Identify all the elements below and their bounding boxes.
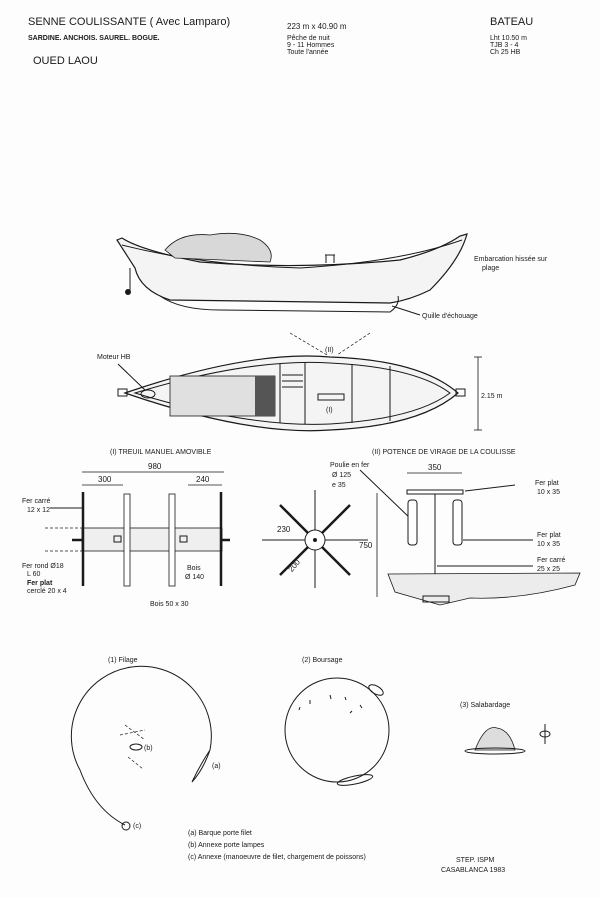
fer-plat-1: cerclé 20 x 4 — [27, 588, 67, 595]
pulley-right — [452, 499, 463, 546]
outboard-motor — [140, 389, 156, 399]
credit: STEP. ISPM CASABLANCA 1983 — [441, 857, 505, 874]
poulie-1: Ø 125 — [332, 472, 351, 479]
davit-diagram: (II) POTENCE DE VIRAGE DE LA COULISSE Po… — [330, 449, 581, 606]
davit-title: (II) POTENCE DE VIRAGE DE LA COULISSE — [372, 449, 516, 456]
fer-plat-top-1: 10 x 35 — [537, 489, 560, 496]
fishing-info-1: 9 - 11 Hommes — [287, 42, 335, 49]
poulie-0: Poulie en fer — [330, 462, 370, 469]
propeller-icon — [125, 289, 131, 295]
mark-b: (b) — [144, 745, 153, 752]
winch-wheel: 230 200 — [262, 490, 368, 588]
fer-carre-1: 12 x 12 — [27, 507, 50, 514]
side-label-0: Embarcation hissée sur — [474, 256, 548, 263]
step-1: (1) Filage — [108, 657, 138, 664]
deck-section — [387, 572, 581, 606]
credit-0: STEP. ISPM — [456, 857, 495, 864]
fer-carre-1: 25 x 25 — [537, 566, 560, 573]
dim-arm: 230 — [277, 525, 291, 534]
net-pile — [164, 232, 272, 263]
width-label: 2.15 m — [481, 393, 503, 400]
fer-rond-1: L 60 — [27, 571, 40, 578]
poulie-2: e 35 — [332, 482, 346, 489]
marker-winch: (I) — [326, 407, 333, 414]
legend-a: (a) Barque porte filet — [188, 830, 252, 837]
step-3: (3) Salabardage — [460, 702, 510, 709]
fer-plat-0: Fer plat — [27, 580, 53, 587]
winch-title: (I) TREUIL MANUEL AMOVIBLE — [110, 449, 212, 456]
fishing-info-0: Pêche de nuit — [287, 35, 330, 42]
boat-side-view: Embarcation hissée sur plage Quille d'éc… — [116, 232, 548, 320]
legend-c: (c) Annexe (manoeuvre de filet, chargeme… — [188, 854, 366, 861]
fer-plat-top-0: Fer plat — [535, 480, 559, 487]
dim-arm2: 200 — [286, 557, 302, 573]
boat-spec-2: Ch 25 HB — [490, 49, 521, 56]
location: OUED LAOU — [33, 55, 98, 67]
boat-title: BATEAU — [490, 16, 533, 28]
legend-b: (b) Annexe porte lampes — [188, 842, 265, 849]
boat-top-view: Moteur HB (II) (I) 2.15 m — [97, 332, 503, 432]
header: SENNE COULISSANTE ( Avec Lamparo) SARDIN… — [28, 16, 533, 67]
operations: (1) Filage (a) (b) (c) (2) Boursage (3) … — [70, 657, 551, 861]
winch-drum — [81, 527, 223, 552]
species-list: SARDINE. ANCHOIS. SAUREL. BOGUE. — [28, 35, 160, 42]
winch-diagram: (I) TREUIL MANUEL AMOVIBLE 980 300 240 F… — [22, 449, 368, 608]
fer-carre-0: Fer carré — [22, 498, 51, 505]
sheet-title: SENNE COULISSANTE ( Avec Lamparo) — [28, 16, 230, 28]
motor-label: Moteur HB — [97, 354, 131, 361]
fer-carre-0: Fer carré — [537, 557, 566, 564]
pulley-left — [407, 499, 418, 546]
mark-a: (a) — [212, 763, 221, 770]
fer-plat-side-1: 10 x 35 — [537, 541, 560, 548]
mark-c: (c) — [133, 823, 141, 830]
side-label-1: plage — [482, 265, 499, 272]
marker-davit: (II) — [325, 347, 334, 354]
credit-1: CASABLANCA 1983 — [441, 867, 505, 874]
boat-spec-1: TJB 3 - 4 — [490, 42, 519, 49]
bois-0: Bois — [187, 565, 201, 572]
fishing-info-2: Toute l'année — [287, 49, 329, 56]
dim-total: 980 — [148, 462, 162, 471]
bois-1: Ø 140 — [185, 574, 204, 581]
purse-circle — [284, 677, 390, 783]
boat-spec-0: Lht 10.50 m — [490, 35, 527, 42]
dim-height: 750 — [359, 541, 373, 550]
keel-label: Quille d'échouage — [422, 313, 478, 320]
fer-plat-side-0: Fer plat — [537, 532, 561, 539]
net-size: 223 m x 40.90 m — [287, 22, 347, 31]
bois-bars: Bois 50 x 30 — [150, 601, 189, 608]
step-2: (2) Boursage — [302, 657, 343, 664]
dim-right: 240 — [196, 475, 210, 484]
dim-width: 350 — [428, 463, 442, 472]
dim-left: 300 — [98, 475, 112, 484]
fer-rond-0: Fer rond Ø18 — [22, 563, 64, 570]
